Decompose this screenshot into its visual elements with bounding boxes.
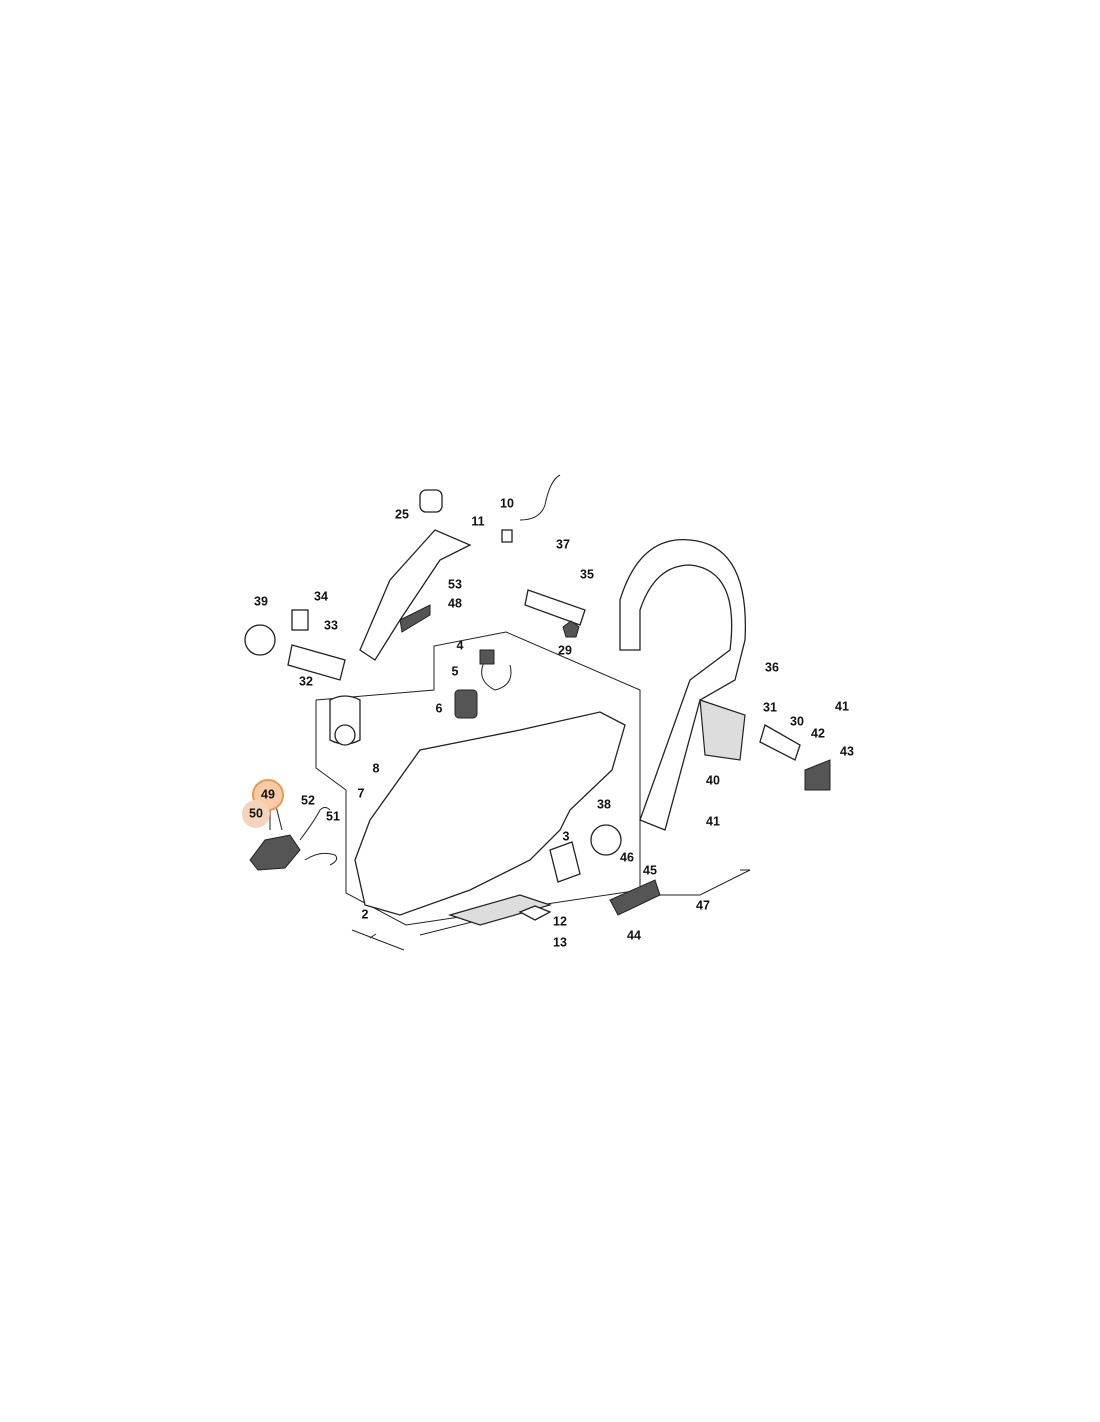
hose-part-10 (519, 474, 561, 521)
o-ring-part (334, 724, 356, 746)
callout-51[interactable]: 51 (326, 809, 340, 823)
handle-part-53 (359, 529, 472, 661)
pickup-part-4 (479, 649, 495, 665)
callout-13[interactable]: 13 (553, 935, 567, 949)
callout-41[interactable]: 41 (835, 699, 849, 713)
plug-part-33 (291, 609, 309, 631)
callout-6[interactable]: 6 (436, 701, 443, 715)
buffer-part-38 (590, 824, 622, 856)
spring-part-31 (759, 724, 801, 761)
handlebar-part-40 (619, 539, 747, 831)
interlock-part (249, 834, 301, 871)
fuel-hose-part (481, 659, 512, 691)
footplate (447, 894, 553, 926)
callout-11[interactable]: 11 (471, 514, 484, 528)
spring-part-35 (524, 589, 586, 626)
callout-53[interactable]: 53 (448, 577, 462, 591)
label-part-3 (549, 841, 581, 883)
callout-36[interactable]: 36 (765, 660, 779, 674)
callout-49[interactable]: 49 (261, 787, 275, 801)
highlight-ring-50[interactable] (242, 800, 270, 828)
callout-29[interactable]: 29 (558, 643, 572, 657)
callout-34[interactable]: 34 (314, 589, 328, 603)
callout-5[interactable]: 5 (452, 664, 459, 678)
housing-part-2 (354, 711, 626, 916)
bracket-part (699, 699, 746, 761)
spring-part-32 (287, 644, 346, 681)
star-part-29 (562, 620, 580, 638)
callout-41b[interactable]: 41 (706, 814, 720, 828)
callout-12[interactable]: 12 (553, 914, 567, 928)
callout-48[interactable]: 48 (448, 596, 462, 610)
buffer-part-25 (419, 489, 443, 513)
lever-part-48 (399, 604, 431, 633)
callout-39[interactable]: 39 (254, 594, 268, 608)
callout-7[interactable]: 7 (358, 786, 365, 800)
callout-8[interactable]: 8 (373, 761, 380, 775)
callout-35[interactable]: 35 (580, 567, 594, 581)
callout-45[interactable]: 45 (643, 863, 657, 877)
trigger-part-44 (609, 879, 661, 916)
elbow-part-11 (501, 529, 513, 543)
fuel-filter-part (454, 689, 478, 719)
callout-50[interactable]: 50 (249, 806, 263, 820)
callout-52[interactable]: 52 (301, 793, 315, 807)
callout-44[interactable]: 44 (627, 928, 641, 942)
callout-32[interactable]: 32 (299, 674, 313, 688)
buffer-part-39 (244, 624, 276, 656)
callout-labels: 25 10 11 37 53 35 48 39 34 33 29 36 4 5 … (249, 496, 854, 949)
callout-46[interactable]: 46 (620, 850, 634, 864)
spring-part-52 (299, 807, 331, 841)
lever-part-42 (804, 759, 831, 791)
callout-40[interactable]: 40 (706, 773, 720, 787)
callout-37[interactable]: 37 (556, 537, 570, 551)
callout-30[interactable]: 30 (790, 714, 804, 728)
callout-43[interactable]: 43 (840, 744, 854, 758)
callout-47[interactable]: 47 (696, 898, 710, 912)
callout-33[interactable]: 33 (324, 618, 338, 632)
callout-42[interactable]: 42 (811, 726, 825, 740)
callout-38[interactable]: 38 (597, 797, 611, 811)
callout-3[interactable]: 3 (563, 829, 570, 843)
rod-part-47 (640, 869, 751, 896)
callout-2[interactable]: 2 (362, 907, 369, 921)
callout-10[interactable]: 10 (500, 496, 514, 510)
callout-25[interactable]: 25 (395, 507, 409, 521)
spring-part-51 (304, 852, 338, 866)
callout-4[interactable]: 4 (457, 638, 464, 652)
plate-part-12 (518, 905, 552, 921)
callout-31[interactable]: 31 (763, 700, 777, 714)
